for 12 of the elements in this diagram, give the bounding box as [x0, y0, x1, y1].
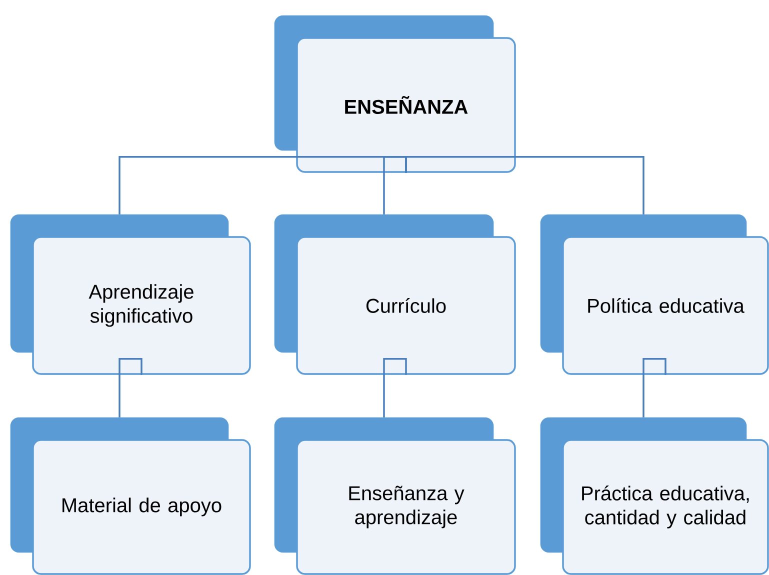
process-box: Aprendizaje significativo: [10, 214, 251, 375]
connector-line: [383, 156, 407, 214]
process-box: Material de apoyo: [10, 417, 251, 575]
process-box: Currículo: [274, 214, 516, 375]
connector-line: [642, 358, 666, 418]
connector-line: [383, 358, 407, 418]
process-box: ENSEÑANZA: [274, 15, 516, 173]
process-box: Política educativa: [540, 214, 769, 375]
connector-line: [405, 156, 644, 214]
process-box: Práctica educativa, cantidad y calidad: [540, 417, 769, 575]
connector-line: [118, 358, 142, 418]
process-box: Enseñanza y aprendizaje: [274, 417, 516, 575]
